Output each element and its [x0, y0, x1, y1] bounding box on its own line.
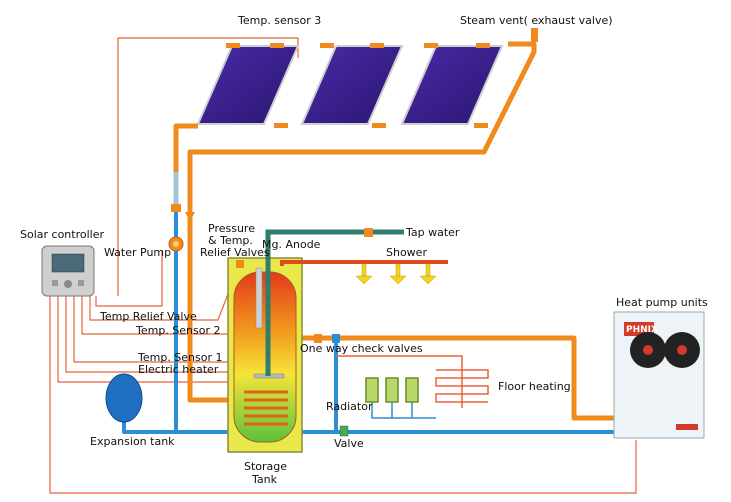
expansion-pipe — [122, 420, 176, 434]
label-radiator: Radiator — [326, 400, 373, 413]
label-shower: Shower — [386, 246, 427, 259]
tap-valve-icon — [364, 228, 373, 237]
shower-pipe — [280, 260, 448, 266]
expansion-tank-icon — [105, 373, 143, 423]
label-storage-tank-2: Tank — [251, 473, 278, 486]
heat-pump-unit — [613, 311, 705, 439]
label-temp-sensor-3: Temp. sensor 3 — [237, 14, 321, 27]
wire-water-pump — [95, 250, 163, 307]
storage-tank — [227, 257, 303, 453]
solar-panel-2 — [300, 45, 404, 125]
label-floor-heating: Floor heating — [498, 380, 571, 393]
label-water-pump: Water Pump — [104, 246, 171, 259]
solar-panel-3 — [400, 45, 504, 125]
wire-heat-pump — [49, 296, 637, 494]
solar-panel-1 — [196, 45, 300, 125]
label-temp-sensor-1: Temp. Sensor 1 — [137, 351, 223, 364]
water-pump — [168, 204, 184, 252]
tap-water-pipe — [265, 229, 404, 376]
label-mg-anode: Mg. Anode — [262, 238, 321, 251]
collector-return-pipe — [173, 123, 198, 172]
label-heat-pump-units: Heat pump units — [616, 296, 708, 309]
solar-controller — [41, 245, 95, 297]
floor-heating-coil — [435, 369, 489, 403]
shower-heads — [355, 263, 437, 285]
label-pressure-relief-2: & Temp. — [208, 234, 253, 247]
check-valve-icon — [314, 334, 322, 343]
wire-temp-sensor-2 — [81, 296, 232, 335]
label-valve: Valve — [334, 437, 364, 450]
label-temp-relief-valve: Temp Relief Valve — [99, 310, 197, 323]
label-temp-sensor-2: Temp. Sensor 2 — [135, 324, 221, 337]
heat-pump-hot-pipe — [300, 335, 614, 421]
steam-vent-icon — [531, 28, 538, 42]
collector-outlet-pipe — [187, 41, 537, 220]
label-solar-controller: Solar controller — [20, 228, 104, 241]
heat-pump-brand: PHNIX — [626, 325, 658, 335]
label-pressure-relief-1: Pressure — [208, 222, 255, 235]
flow-arrow-icon — [185, 212, 195, 222]
label-one-way-check-valves: One way check valves — [300, 342, 423, 355]
wire-temp-sensor-1 — [73, 296, 232, 363]
radiators — [336, 355, 463, 419]
check-valve-icon — [332, 334, 340, 343]
valve-icon — [339, 425, 349, 437]
label-pressure-relief-3: Relief Valves — [200, 246, 270, 259]
solar-panels — [196, 45, 504, 125]
label-tap-water: Tap water — [405, 226, 460, 239]
cold-pipes — [122, 176, 614, 434]
label-steam-vent: Steam vent( exhaust valve) — [460, 14, 613, 27]
label-storage-tank-1: Storage — [244, 460, 287, 473]
label-expansion-tank: Expansion tank — [90, 435, 175, 448]
collector-header — [226, 43, 490, 128]
label-electric-heater: Electric heater — [138, 363, 219, 376]
